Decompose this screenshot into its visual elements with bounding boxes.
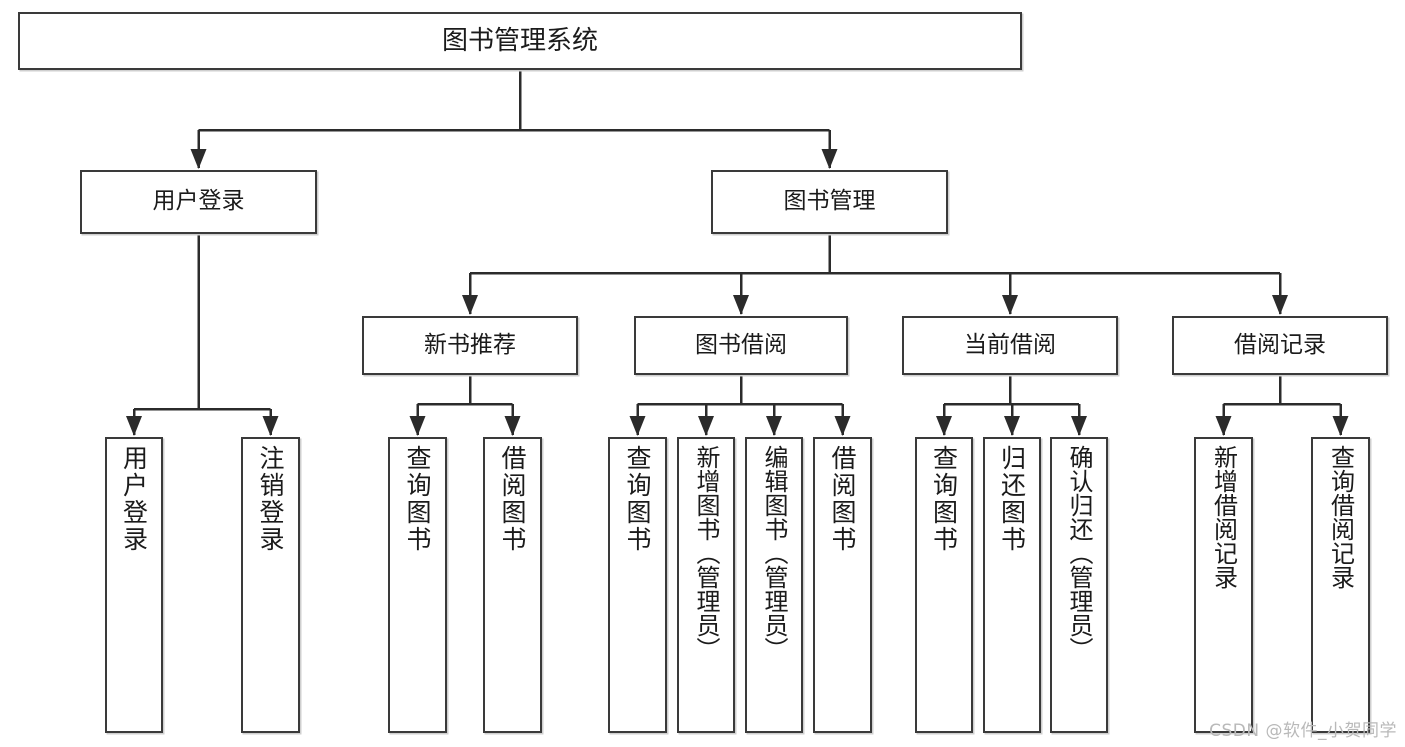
- arrowhead-icon: [821, 149, 838, 169]
- watermark: CSDN @软件_小贺同学: [1209, 721, 1397, 741]
- node-current-2[interactable]: 归还图书: [983, 437, 1041, 733]
- node-current-1[interactable]: 查询图书: [915, 437, 973, 733]
- node-label: 图书借阅: [695, 331, 787, 358]
- node-login[interactable]: 用户登录: [80, 170, 317, 234]
- node-label: 查询图书: [929, 445, 959, 553]
- node-label: 图书管理系统: [441, 25, 598, 56]
- arrowhead-icon: [409, 416, 426, 436]
- node-label: 用户登录: [119, 445, 149, 553]
- node-label: 新增图书（管理员）: [692, 445, 720, 661]
- node-newbook-1[interactable]: 查询图书: [388, 437, 447, 733]
- node-current-3[interactable]: 确认归还（管理员）: [1050, 437, 1108, 733]
- node-borrow-2[interactable]: 新增图书（管理员）: [677, 437, 735, 733]
- node-borrow-1[interactable]: 查询图书: [608, 437, 667, 733]
- node-label: 查询借阅记录: [1326, 445, 1355, 589]
- arrowhead-icon: [936, 416, 952, 436]
- node-label: 借阅图书: [828, 445, 857, 553]
- arrowhead-icon: [1004, 416, 1020, 436]
- node-records[interactable]: 借阅记录: [1172, 316, 1388, 375]
- node-label: 用户登录: [152, 188, 245, 215]
- node-label: 当前借阅: [964, 331, 1056, 358]
- node-label: 新书推荐: [424, 331, 516, 358]
- arrowhead-icon: [698, 416, 714, 436]
- node-records-2[interactable]: 查询借阅记录: [1311, 437, 1370, 733]
- arrowhead-icon: [1071, 416, 1087, 436]
- arrowhead-icon: [190, 149, 207, 169]
- node-records-1[interactable]: 新增借阅记录: [1194, 437, 1253, 733]
- arrowhead-icon: [733, 295, 749, 315]
- arrowhead-icon: [629, 416, 646, 436]
- node-label: 图书管理: [783, 188, 876, 215]
- arrowhead-icon: [504, 416, 521, 436]
- arrowhead-icon: [262, 416, 279, 436]
- arrowhead-icon: [1002, 295, 1018, 315]
- node-login-2[interactable]: 注销登录: [241, 437, 300, 733]
- node-bookmgmt[interactable]: 图书管理: [711, 170, 948, 234]
- node-newbook[interactable]: 新书推荐: [362, 316, 578, 375]
- node-label: 确认归还（管理员）: [1065, 445, 1093, 661]
- node-label: 编辑图书（管理员）: [760, 445, 788, 661]
- arrowhead-icon: [126, 416, 142, 436]
- node-label: 查询图书: [403, 445, 432, 553]
- node-login-1[interactable]: 用户登录: [105, 437, 163, 733]
- node-label: 新增借阅记录: [1209, 445, 1238, 589]
- node-label: 借阅记录: [1234, 331, 1326, 358]
- node-label: 借阅图书: [498, 445, 527, 553]
- node-label: 查询图书: [623, 445, 652, 553]
- arrowhead-icon: [834, 416, 851, 436]
- arrowhead-icon: [766, 416, 782, 436]
- node-root[interactable]: 图书管理系统: [18, 12, 1022, 70]
- node-label: 归还图书: [997, 445, 1027, 553]
- node-borrow[interactable]: 图书借阅: [634, 316, 848, 375]
- arrowhead-icon: [462, 295, 478, 315]
- arrowhead-icon: [1272, 295, 1288, 315]
- node-borrow-4[interactable]: 借阅图书: [813, 437, 872, 733]
- arrowhead-icon: [1215, 416, 1232, 436]
- node-current[interactable]: 当前借阅: [902, 316, 1118, 375]
- node-borrow-3[interactable]: 编辑图书（管理员）: [745, 437, 803, 733]
- arrowhead-icon: [1332, 416, 1349, 436]
- node-newbook-2[interactable]: 借阅图书: [483, 437, 542, 733]
- node-label: 注销登录: [256, 445, 285, 553]
